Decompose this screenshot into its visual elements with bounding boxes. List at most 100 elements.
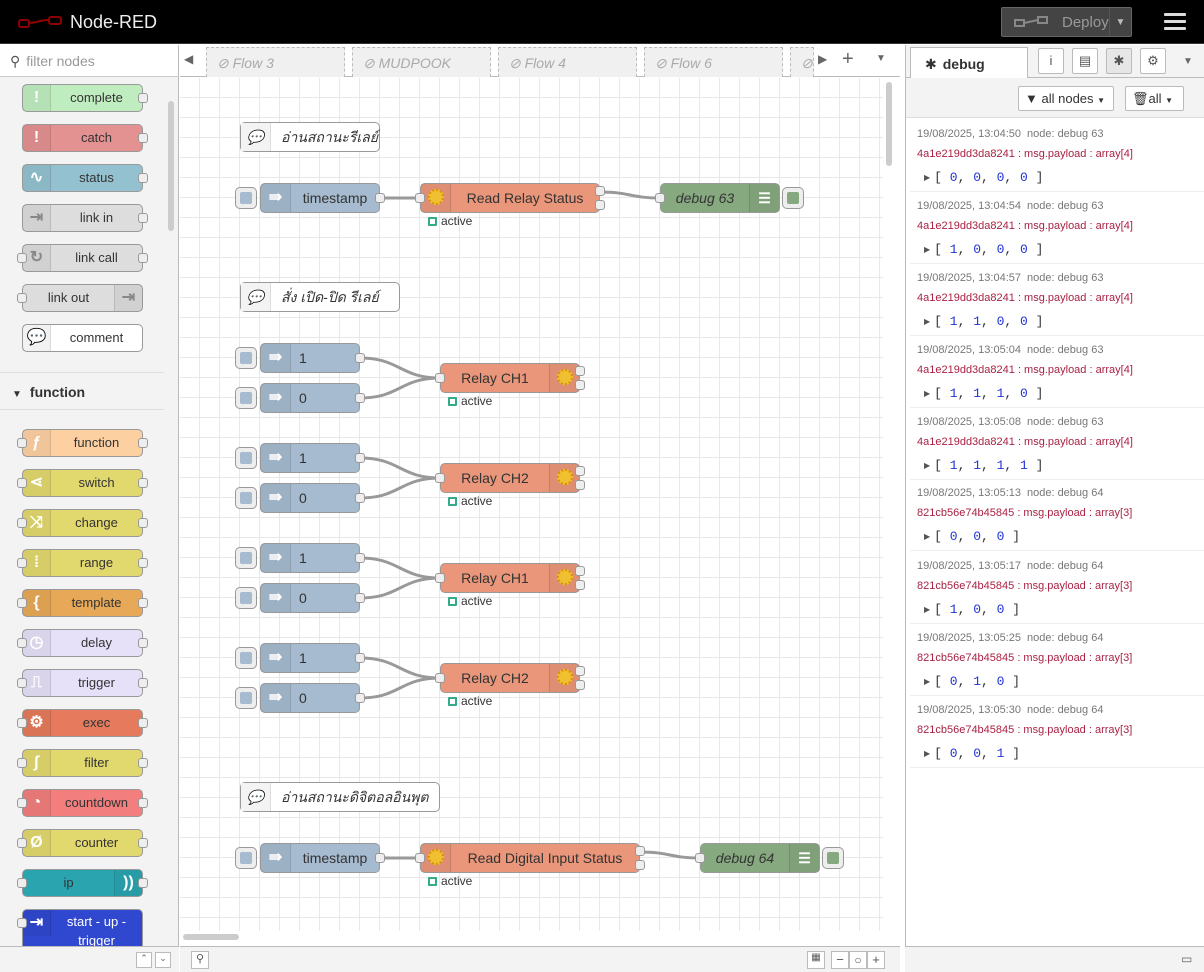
debug-toggle-button[interactable] (822, 847, 844, 869)
inject-node-1[interactable]: ⇛1 (260, 443, 365, 473)
message-path[interactable]: 4a1e219dd3da8241 : msg.payload : array[4… (917, 220, 1133, 232)
output-port[interactable] (355, 453, 365, 463)
palette-scrollbar[interactable] (168, 101, 174, 231)
message-path[interactable]: 821cb56e74b45845 : msg.payload : array[3… (917, 652, 1133, 664)
input-port[interactable] (415, 193, 425, 203)
output-port[interactable] (595, 186, 605, 196)
message-payload[interactable]: ▶[ 0, 0, 0 ] (924, 529, 1021, 544)
inject-trigger-button[interactable] (235, 847, 257, 869)
debug-node-64[interactable]: ☰debug 64 (695, 843, 820, 873)
info-icon[interactable]: i (1038, 48, 1064, 74)
output-port[interactable] (355, 653, 365, 663)
inject-trigger-button[interactable] (235, 647, 257, 669)
flow-workspace[interactable]: 💬อ่านสถานะรีเลย์ 💬สั่ง เปิด-ปิด รีเลย์ 💬… (180, 78, 883, 931)
comment-node-read-digital[interactable]: 💬อ่านสถานะดิจิตอลอินพุต (240, 782, 440, 812)
palette-node-range[interactable]: ⁞range (17, 549, 148, 577)
output-port[interactable] (355, 553, 365, 563)
book-icon[interactable]: ▤ (1072, 48, 1098, 74)
inject-trigger-button[interactable] (235, 687, 257, 709)
message-payload[interactable]: ▶[ 1, 1, 0, 0 ] (924, 314, 1044, 329)
message-source-node[interactable]: node: debug 64 (1026, 560, 1104, 572)
search-flows-icon[interactable]: ⚲ (191, 951, 209, 969)
output-port[interactable] (575, 380, 585, 390)
output-port[interactable] (355, 593, 365, 603)
input-port[interactable] (435, 473, 445, 483)
expand-caret-icon[interactable]: ▶ (924, 606, 931, 615)
input-port[interactable] (415, 853, 425, 863)
palette-category-function[interactable]: ▼function (0, 372, 164, 410)
palette-node-exec[interactable]: ⚙exec (17, 709, 148, 737)
message-path[interactable]: 821cb56e74b45845 : msg.payload : array[3… (917, 507, 1133, 519)
output-port[interactable] (355, 693, 365, 703)
palette-node-trigger[interactable]: ⎍trigger (17, 669, 148, 697)
bug-tab-icon[interactable]: ✱ (1106, 48, 1132, 74)
palette-node-comment[interactable]: 💬comment (22, 324, 143, 352)
inject-trigger-button[interactable] (235, 187, 257, 209)
palette-node-link-call[interactable]: ↻link call (17, 244, 148, 272)
modbus-write-relay-ch1[interactable]: Relay CH1 (435, 563, 585, 593)
tab-flow-6[interactable]: ⊘ Flow 6 (644, 47, 783, 77)
inject-node-1[interactable]: ⇛1 (260, 343, 365, 373)
palette-node-change[interactable]: ⤨change (17, 509, 148, 537)
tab-mudpook[interactable]: ⊘ MUDPOOK (352, 47, 491, 77)
message-source-node[interactable]: node: debug 64 (1026, 487, 1104, 499)
scroll-right-icon[interactable]: ▶ (818, 52, 828, 66)
message-source-node[interactable]: node: debug 63 (1026, 416, 1104, 428)
input-port[interactable] (695, 853, 705, 863)
output-port[interactable] (375, 853, 385, 863)
palette-node-countdown[interactable]: ◔countdown (17, 789, 148, 817)
modbus-read-relay-status[interactable]: Read Relay Status (415, 183, 605, 213)
message-payload[interactable]: ▶[ 0, 0, 1 ] (924, 746, 1021, 761)
inject-node-1[interactable]: ⇛1 (260, 643, 365, 673)
expand-caret-icon[interactable]: ▶ (924, 533, 931, 542)
message-source-node[interactable]: node: debug 63 (1026, 272, 1104, 284)
navigator-map-icon[interactable]: ▦ (807, 951, 825, 969)
expand-caret-icon[interactable]: ▶ (924, 390, 931, 399)
palette-node-link-in[interactable]: ⇥link in (22, 204, 148, 232)
inject-node-timestamp[interactable]: ⇛timestamp (260, 183, 385, 213)
output-port[interactable] (355, 493, 365, 503)
message-path[interactable]: 4a1e219dd3da8241 : msg.payload : array[4… (917, 436, 1133, 448)
expand-caret-icon[interactable]: ▶ (924, 462, 931, 471)
debug-node-63[interactable]: ☰debug 63 (655, 183, 780, 213)
message-path[interactable]: 4a1e219dd3da8241 : msg.payload : array[4… (917, 148, 1133, 160)
message-source-node[interactable]: node: debug 64 (1026, 704, 1104, 716)
workspace-horizontal-scrollbar[interactable] (183, 934, 239, 940)
input-port[interactable] (655, 193, 665, 203)
message-payload[interactable]: ▶[ 1, 1, 1, 1 ] (924, 458, 1044, 473)
clear-messages-button[interactable]: 🗑all ▼ (1125, 86, 1184, 111)
zoom-in-icon[interactable]: + (867, 951, 885, 969)
input-port[interactable] (435, 573, 445, 583)
modbus-write-relay-ch1[interactable]: Relay CH1 (435, 363, 585, 393)
sidebar-menu-caret-icon[interactable]: ▼ (1183, 56, 1193, 67)
monitor-icon[interactable]: ▭ (1181, 952, 1193, 966)
palette-search[interactable]: ⚲ filter nodes (0, 45, 178, 77)
message-path[interactable]: 821cb56e74b45845 : msg.payload : array[3… (917, 724, 1133, 736)
message-payload[interactable]: ▶[ 0, 1, 0 ] (924, 674, 1021, 689)
tab-flow-3[interactable]: ⊘ Flow 3 (206, 47, 345, 77)
palette-node-switch[interactable]: ⋖switch (17, 469, 148, 497)
message-source-node[interactable]: node: debug 64 (1026, 632, 1104, 644)
inject-trigger-button[interactable] (235, 447, 257, 469)
collapse-all-icon[interactable]: ⌃ (136, 952, 152, 968)
modbus-read-digital-input[interactable]: Read Digital Input Status (415, 843, 645, 873)
output-port[interactable] (595, 200, 605, 210)
expand-caret-icon[interactable]: ▶ (924, 246, 931, 255)
message-payload[interactable]: ▶[ 1, 0, 0 ] (924, 602, 1021, 617)
message-payload[interactable]: ▶[ 1, 1, 1, 0 ] (924, 386, 1044, 401)
inject-node-0[interactable]: ⇛0 (260, 683, 365, 713)
inject-node-0[interactable]: ⇛0 (260, 483, 365, 513)
expand-caret-icon[interactable]: ▶ (924, 174, 931, 183)
output-port[interactable] (575, 466, 585, 476)
modbus-write-relay-ch2[interactable]: Relay CH2 (435, 663, 585, 693)
message-source-node[interactable]: node: debug 63 (1026, 200, 1104, 212)
input-port[interactable] (435, 373, 445, 383)
debug-toggle-button[interactable] (782, 187, 804, 209)
palette-node-status[interactable]: ∿status (22, 164, 148, 192)
inject-trigger-button[interactable] (235, 347, 257, 369)
